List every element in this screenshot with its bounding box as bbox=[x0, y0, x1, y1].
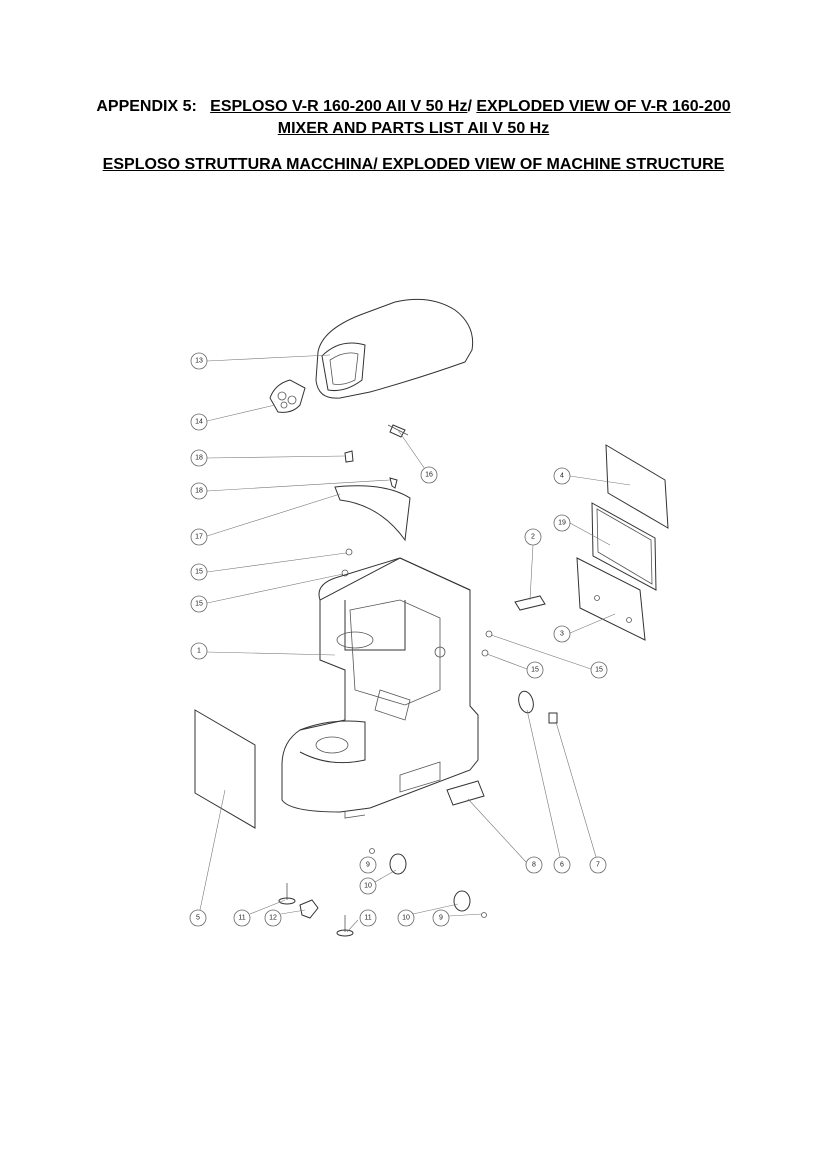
part-15-nut-c bbox=[485, 630, 493, 638]
part-12-caster bbox=[299, 899, 319, 919]
callout-9b-label: 9 bbox=[439, 915, 443, 922]
part-control-panel bbox=[269, 379, 306, 413]
callout-16-label: 16 bbox=[425, 472, 433, 479]
callout-14: 14 bbox=[190, 413, 208, 431]
part-5-lower-panel bbox=[194, 709, 256, 829]
callout-9a: 9 bbox=[359, 856, 377, 874]
callout-11b-label: 11 bbox=[364, 915, 371, 922]
callout-8: 8 bbox=[525, 856, 543, 874]
callout-18b-label: 18 bbox=[195, 488, 203, 495]
callout-8-label: 8 bbox=[532, 862, 536, 869]
callout-1: 1 bbox=[190, 642, 208, 660]
callout-15a: 15 bbox=[190, 563, 208, 581]
callout-7-label: 7 bbox=[596, 862, 600, 869]
heading-italian: ESPLOSO V-R 160-200 AII V 50 Hz bbox=[210, 98, 468, 115]
callout-19: 19 bbox=[553, 514, 571, 532]
part-1-main-frame bbox=[281, 557, 479, 819]
callout-10a: 10 bbox=[359, 877, 377, 895]
callout-1-label: 1 bbox=[197, 648, 201, 655]
part-18a-bracket bbox=[344, 450, 354, 463]
callout-13-label: 13 bbox=[195, 358, 203, 365]
part-10a-wheel bbox=[389, 853, 407, 875]
subheading-text: ESPLOSO STRUTTURA MACCHINA/ EXPLODED VIE… bbox=[102, 156, 725, 173]
part-4-rear-panel bbox=[605, 444, 669, 529]
callout-10b: 10 bbox=[397, 909, 415, 927]
callout-15b: 15 bbox=[190, 595, 208, 613]
part-11b-foot bbox=[336, 929, 354, 937]
callout-10b-label: 10 bbox=[402, 915, 410, 922]
part-15-nut-a bbox=[345, 548, 353, 556]
part-10b-wheel bbox=[453, 890, 471, 912]
callout-6: 6 bbox=[553, 856, 571, 874]
callout-11a-label: 11 bbox=[238, 915, 245, 922]
part-18b-pin bbox=[389, 477, 398, 489]
part-19-gasket bbox=[591, 502, 657, 591]
heading-line2: MIXER AND PARTS LIST AII V 50 Hz bbox=[277, 120, 550, 137]
callout-7: 7 bbox=[589, 856, 607, 874]
callout-16: 16 bbox=[420, 466, 438, 484]
callout-2: 2 bbox=[524, 528, 542, 546]
callout-11b: 11 bbox=[359, 909, 377, 927]
part-15-nut-d bbox=[481, 649, 489, 657]
callout-3: 3 bbox=[553, 625, 571, 643]
heading-separator: / bbox=[467, 98, 472, 115]
part-9a-screw bbox=[369, 848, 375, 854]
callout-15b-label: 15 bbox=[195, 601, 203, 608]
callout-17: 17 bbox=[190, 528, 208, 546]
callout-15d: 15 bbox=[590, 661, 608, 679]
callout-15c: 15 bbox=[526, 661, 544, 679]
part-15-nut-b bbox=[341, 569, 349, 577]
callout-5-label: 5 bbox=[196, 915, 200, 922]
part-top-cover bbox=[315, 298, 474, 399]
part-3-side-panel bbox=[576, 557, 646, 641]
callout-19-label: 19 bbox=[558, 520, 566, 527]
part-17-guard bbox=[334, 485, 411, 542]
callout-3-label: 3 bbox=[560, 631, 564, 638]
callout-18a-label: 18 bbox=[195, 455, 203, 462]
callout-18a: 18 bbox=[190, 449, 208, 467]
appendix-heading: APPENDIX 5: ESPLOSO V-R 160-200 AII V 50… bbox=[0, 96, 827, 140]
callout-12: 12 bbox=[264, 909, 282, 927]
part-2-bracket bbox=[514, 595, 546, 611]
callout-9a-label: 9 bbox=[366, 862, 370, 869]
callout-2-label: 2 bbox=[531, 534, 535, 541]
callout-6-label: 6 bbox=[560, 862, 564, 869]
callout-9b: 9 bbox=[432, 909, 450, 927]
callout-17-label: 17 bbox=[195, 534, 203, 541]
section-subheading: ESPLOSO STRUTTURA MACCHINA/ EXPLODED VIE… bbox=[0, 154, 827, 176]
part-9b-screw bbox=[481, 912, 487, 918]
callout-15d-label: 15 bbox=[595, 667, 603, 674]
part-8-plate bbox=[446, 780, 485, 806]
callout-12-label: 12 bbox=[269, 915, 277, 922]
callout-4: 4 bbox=[553, 467, 571, 485]
callout-11a: 11 bbox=[233, 909, 251, 927]
callout-18b: 18 bbox=[190, 482, 208, 500]
callout-10a-label: 10 bbox=[364, 883, 372, 890]
callout-5: 5 bbox=[189, 909, 207, 927]
appendix-prefix: APPENDIX 5: bbox=[96, 98, 197, 115]
callout-15a-label: 15 bbox=[195, 569, 203, 576]
callout-14-label: 14 bbox=[195, 419, 203, 426]
part-16-fitting bbox=[387, 424, 409, 438]
heading-english: EXPLODED VIEW OF V-R 160-200 bbox=[476, 98, 731, 115]
callout-4-label: 4 bbox=[560, 473, 564, 480]
part-6-disc bbox=[518, 690, 534, 714]
part-11a-foot bbox=[278, 897, 296, 905]
part-7-switch bbox=[548, 712, 558, 724]
callout-15c-label: 15 bbox=[531, 667, 539, 674]
leader-lines bbox=[199, 354, 631, 933]
callout-13: 13 bbox=[190, 352, 208, 370]
